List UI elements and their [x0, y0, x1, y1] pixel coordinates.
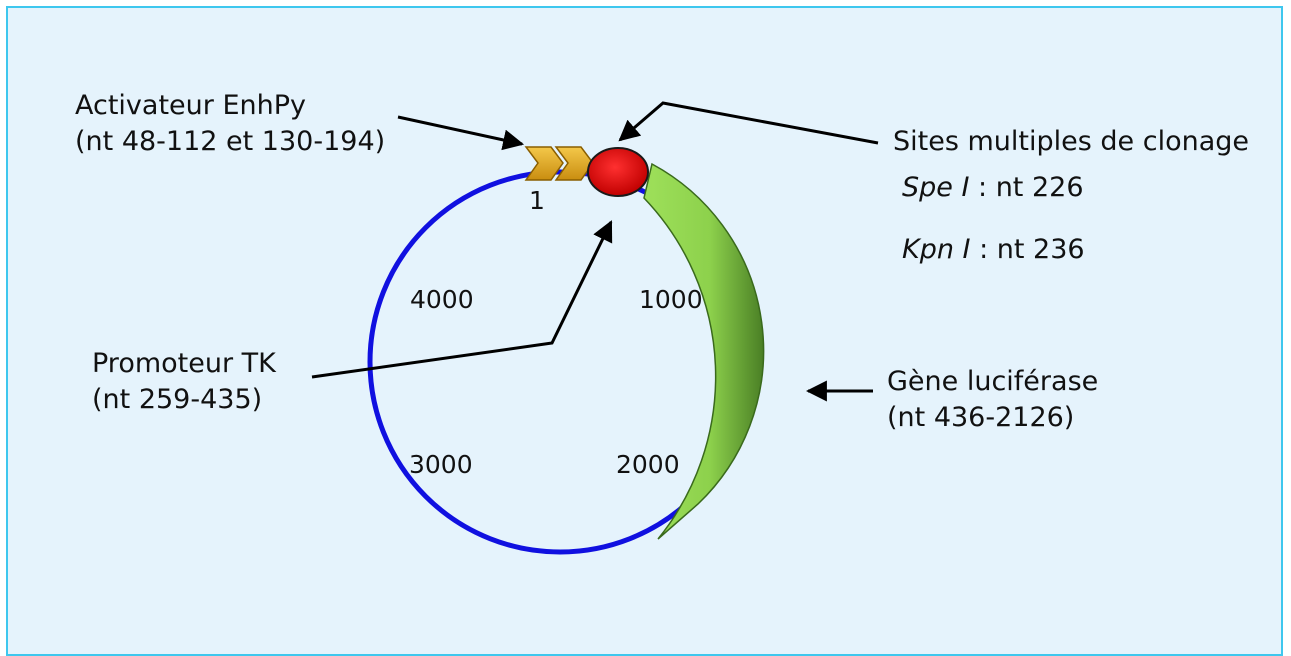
promoter-positions: (nt 259-435) [92, 384, 263, 415]
activator-pointer [397, 115, 525, 151]
enhancer-chevron-1 [524, 146, 564, 181]
plasmid-map [311, 101, 879, 555]
mcs-kpn-site: Kpn I : nt 236 [902, 232, 1085, 268]
map-tick-1000: 1000 [639, 285, 703, 314]
spe-position: : nt 226 [969, 172, 1084, 203]
map-tick-3000: 3000 [409, 450, 473, 479]
mcs-spe-site: Spe I : nt 226 [902, 170, 1084, 206]
luciferase-name: Gène luciférase [887, 366, 1099, 397]
map-tick-2000: 2000 [616, 450, 680, 479]
map-tick-4000: 4000 [410, 285, 474, 314]
map-tick-1: 1 [529, 186, 545, 215]
promoter-pointer [311, 220, 613, 379]
kpn-enzyme-name: Kpn I [902, 234, 971, 265]
mcs-title: Sites multiples de clonage [893, 126, 1249, 157]
mcs-oval [587, 147, 649, 197]
activator-name: Activateur EnhPy [75, 90, 306, 121]
promoter-label: Promoteur TK (nt 259-435) [92, 346, 276, 418]
luciferase-gene-arc [643, 162, 765, 540]
activator-label: Activateur EnhPy (nt 48-112 et 130-194) [75, 88, 385, 160]
luciferase-positions: (nt 436-2126) [887, 402, 1075, 433]
diagram-panel [6, 6, 1283, 656]
activator-positions: (nt 48-112 et 130-194) [75, 126, 386, 157]
promoter-name: Promoteur TK [92, 348, 276, 379]
enhancer-chevron-2 [554, 146, 594, 181]
kpn-position: : nt 236 [970, 234, 1085, 265]
spe-enzyme-name: Spe I [902, 172, 970, 203]
mcs-pointer [618, 101, 879, 145]
luciferase-label: Gène luciférase (nt 436-2126) [887, 364, 1098, 436]
